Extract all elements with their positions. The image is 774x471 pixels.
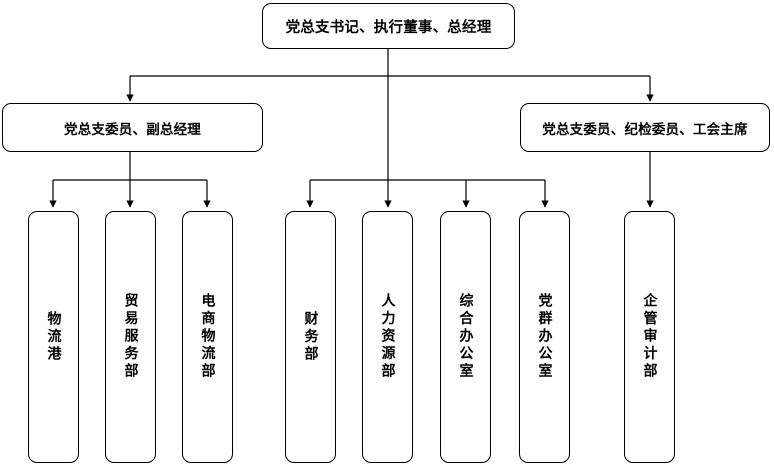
node-party-mass-office[interactable]: 党群办公室 — [519, 211, 570, 463]
node-label: 党群办公室 — [536, 293, 553, 381]
node-label: 物流港 — [45, 310, 62, 364]
node-label: 党总支委员、纪检委员、工会主席 — [542, 121, 748, 138]
node-enterprise-audit-dept[interactable]: 企管审计部 — [624, 211, 675, 463]
node-label: 党总支委员、副总经理 — [64, 121, 201, 138]
node-party-secretary-director-gm[interactable]: 党总支书记、执行董事、总经理 — [262, 3, 515, 49]
node-label: 党总支书记、执行董事、总经理 — [285, 19, 492, 36]
node-label: 综合办公室 — [457, 293, 474, 381]
node-label: 电商物流部 — [199, 293, 216, 381]
node-human-resources-dept[interactable]: 人力资源部 — [362, 211, 413, 463]
node-trade-service-dept[interactable]: 贸易服务部 — [105, 211, 156, 463]
node-general-office[interactable]: 综合办公室 — [440, 211, 491, 463]
node-label: 企管审计部 — [641, 293, 658, 381]
node-deputy-gm[interactable]: 党总支委员、副总经理 — [2, 103, 263, 152]
node-label: 财务部 — [302, 310, 319, 364]
node-finance-dept[interactable]: 财务部 — [285, 211, 336, 463]
node-label: 人力资源部 — [379, 293, 396, 381]
node-ecommerce-logistics-dept[interactable]: 电商物流部 — [182, 211, 233, 463]
node-label: 贸易服务部 — [122, 293, 139, 381]
node-discipline-union-chair[interactable]: 党总支委员、纪检委员、工会主席 — [520, 103, 770, 152]
node-logistics-port[interactable]: 物流港 — [28, 211, 79, 463]
